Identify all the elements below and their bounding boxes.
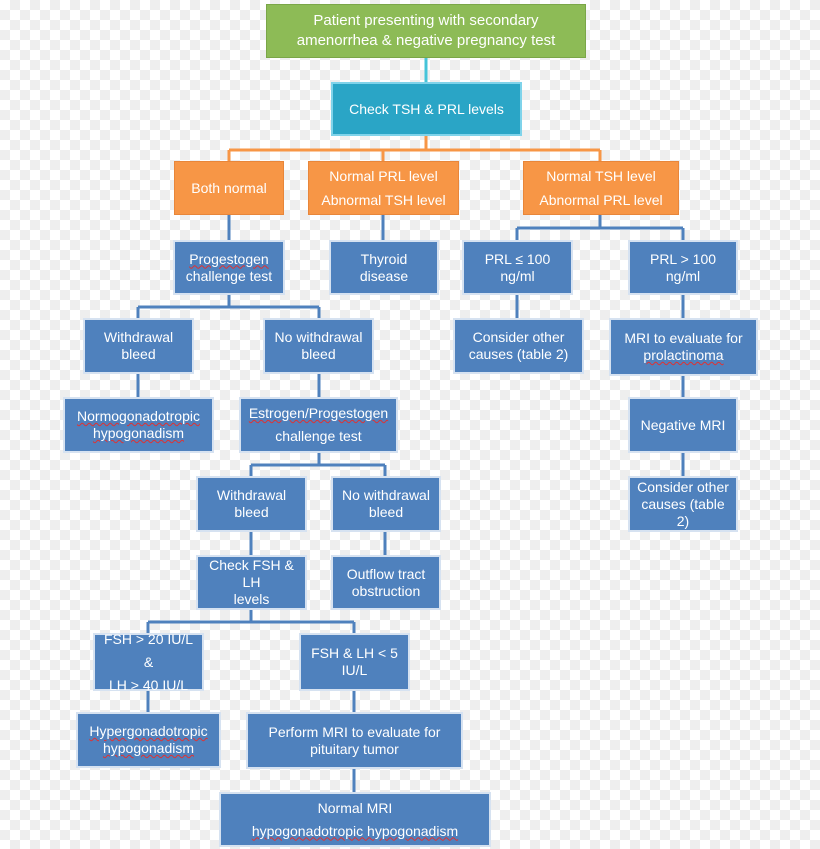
normal-prl-abnormal-tsh-node: Normal PRL level Abnormal TSH level bbox=[308, 161, 459, 215]
fsh-lh-low-node: FSH & LH < 5 IU/L bbox=[299, 633, 410, 691]
flow-connectors bbox=[136, 215, 685, 793]
mri-prolactinoma-node: MRI to evaluate for prolactinoma bbox=[609, 318, 758, 376]
negative-mri-node: Negative MRI bbox=[628, 397, 738, 453]
progestogen-challenge-test-node: Progestogen challenge test bbox=[173, 240, 285, 295]
no-withdrawal-bleed-node: No withdrawal bleed bbox=[263, 318, 374, 374]
consider-other-causes-node: Consider other causes (table 2) bbox=[453, 318, 584, 374]
fsh-lh-high-node: FSH > 20 IU/L & LH > 40 IU/L bbox=[93, 631, 204, 693]
normal-tsh-abnormal-prl-node: Normal TSH level Abnormal PRL level bbox=[523, 161, 679, 215]
withdrawal-bleed-2-node: Withdrawal bleed bbox=[196, 476, 307, 532]
consider-other-causes-2-node: Consider other causes (table 2) bbox=[628, 476, 738, 532]
normal-mri-node: Normal MRI hypogonadotropic hypogonadism bbox=[219, 792, 491, 847]
prl-high-node: PRL > 100 ng/ml bbox=[628, 240, 738, 295]
both-normal-node: Both normal bbox=[174, 161, 284, 215]
check-fsh-lh-node: Check FSH & LH levels bbox=[196, 555, 307, 610]
estrogen-progestogen-challenge-test-node: Estrogen/Progestogen challenge test bbox=[239, 397, 398, 453]
withdrawal-bleed-node: Withdrawal bleed bbox=[83, 318, 194, 374]
check-tsh-prl-node: Check TSH & PRL levels bbox=[331, 82, 522, 136]
thyroid-disease-node: Thyroid disease bbox=[329, 240, 439, 295]
prl-low-node: PRL ≤ 100 ng/ml bbox=[462, 240, 573, 295]
normogonadotropic-hypogonadism-node: Normogonadotropic hypogonadism bbox=[63, 397, 214, 453]
no-withdrawal-bleed-2-node: No withdrawal bleed bbox=[331, 476, 441, 532]
hypergonadotropic-hypogonadism-node: Hypergonadotropic hypogonadism bbox=[76, 712, 221, 768]
check-to-branches-connector bbox=[227, 136, 602, 161]
start-node: Patient presenting with secondary amenor… bbox=[266, 4, 586, 58]
perform-mri-pituitary-node: Perform MRI to evaluate for pituitary tu… bbox=[246, 712, 463, 769]
outflow-tract-obstruction-node: Outflow tract obstruction bbox=[331, 555, 441, 610]
